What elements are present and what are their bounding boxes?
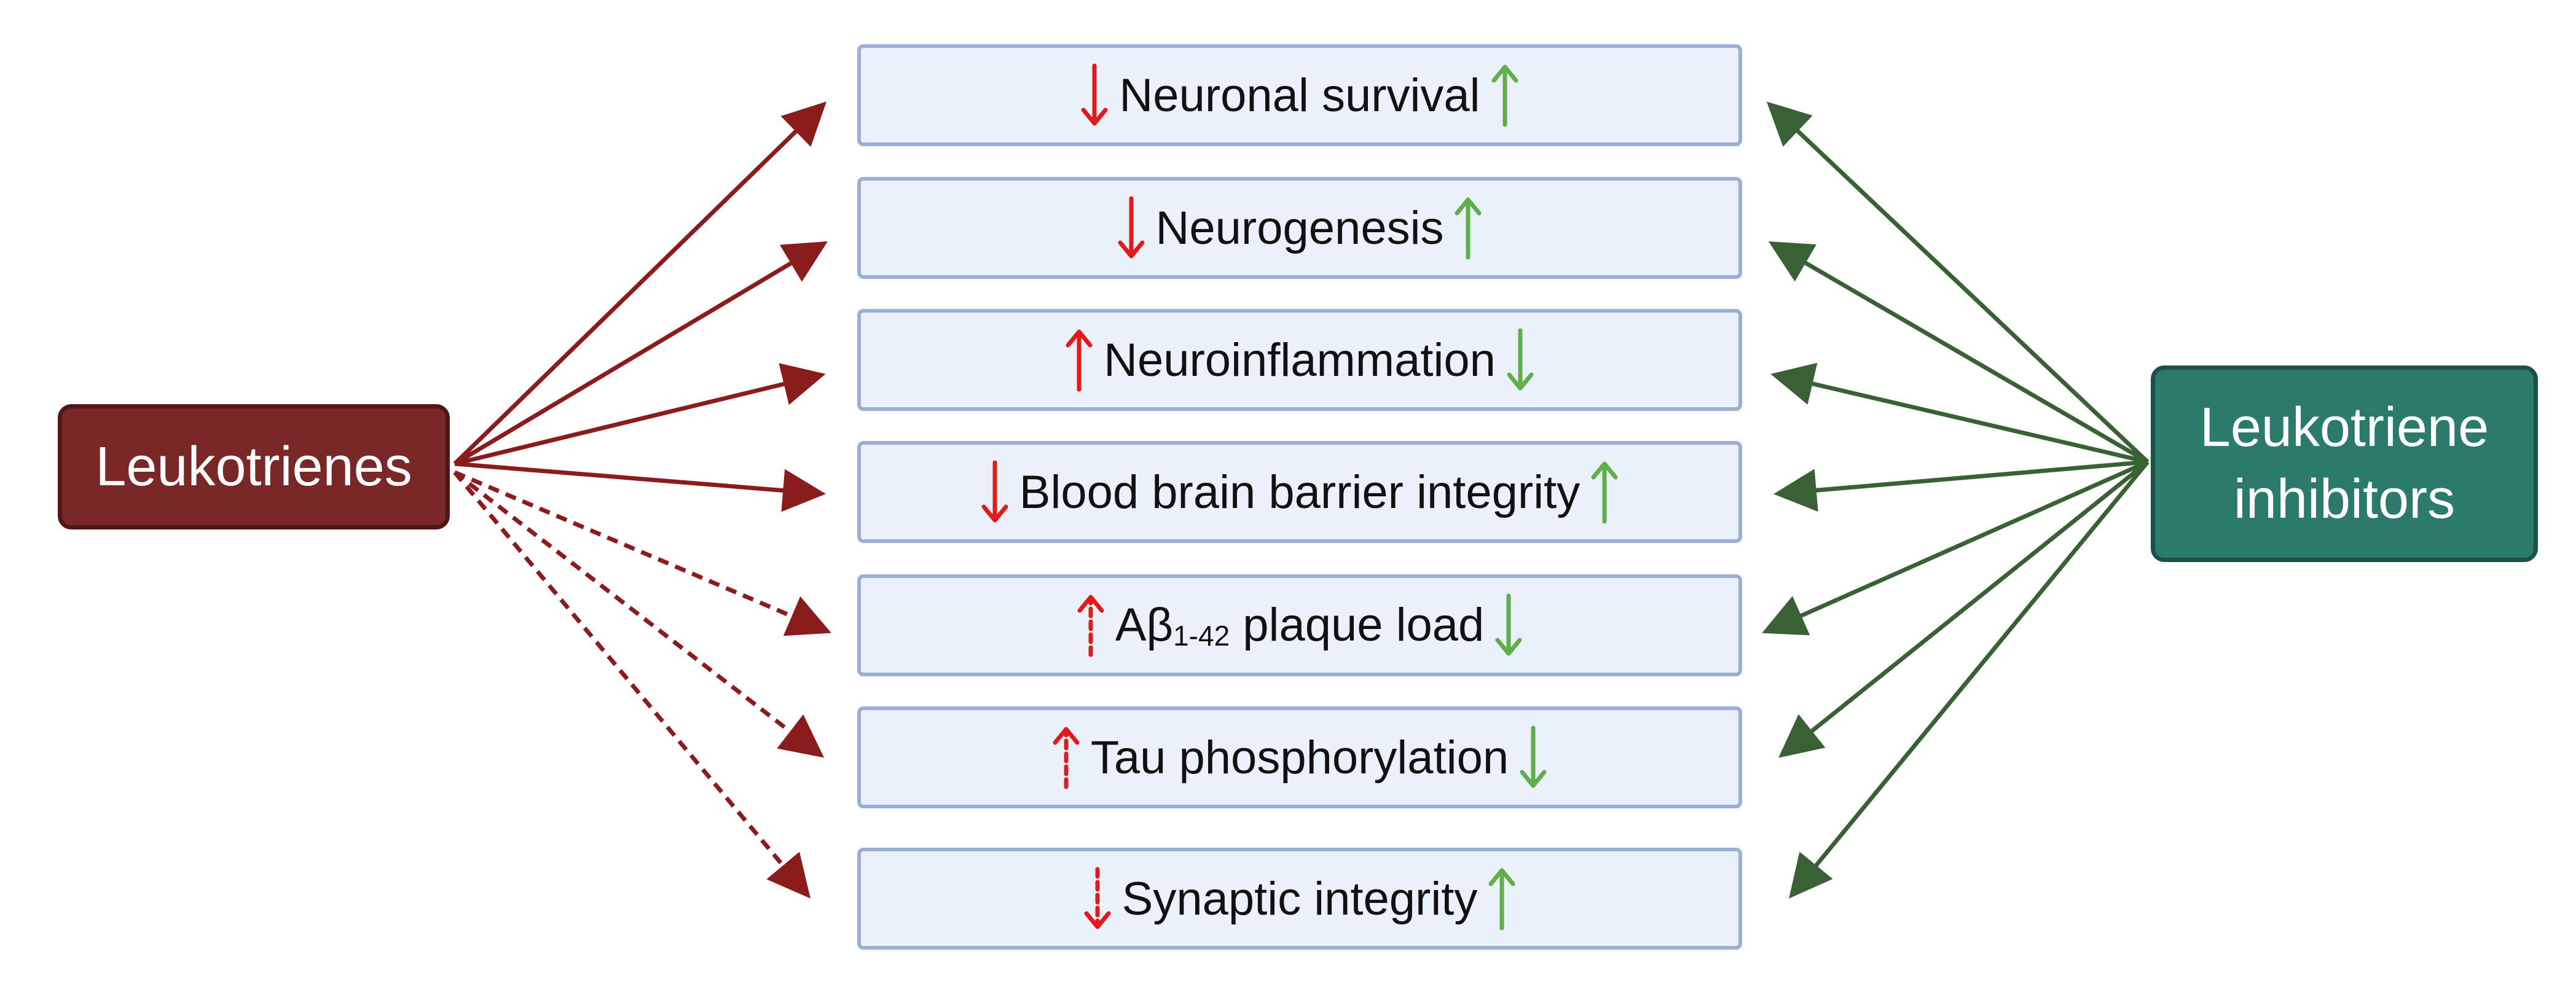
inhibitor-effect-indicator [1591, 460, 1618, 524]
leukotriene-links [453, 101, 831, 899]
effect-label-text: Neuroinflammation [1104, 334, 1496, 386]
leukotrienes-label: Leukotrienes [95, 436, 412, 498]
arrow-up-icon [1455, 197, 1482, 260]
effect-box: Blood brain barrier integrity [857, 441, 1742, 543]
leukotriene-link-arrow [453, 101, 827, 466]
effect-box: Synaptic integrity [857, 848, 1742, 950]
leukotriene-effect-indicator [1077, 593, 1104, 657]
inhibitor-link-arrow [1789, 460, 2150, 899]
effect-label-text: Aβ [1115, 599, 1174, 651]
effect-label-text: Blood brain barrier integrity [1019, 466, 1581, 518]
leukotriene-effect-indicator [1066, 328, 1093, 392]
inhibitors-label-line1: Leukotriene [2199, 397, 2489, 458]
leukotriene-inhibitors-box: Leukotriene inhibitors [2151, 365, 2538, 562]
arrow-down-icon [1507, 328, 1534, 391]
effect-label: Neuronal survival [1119, 69, 1480, 122]
effect-box: Tau phosphorylation [857, 706, 1742, 808]
arrow-down-icon [981, 460, 1008, 523]
leukotriene-effect-indicator [1118, 196, 1145, 260]
arrow-up-icon [1077, 595, 1104, 657]
effect-label-rest: plaque load [1230, 599, 1485, 651]
effect-label: Synaptic integrity [1122, 872, 1478, 926]
arrow-down-icon [1084, 867, 1111, 929]
arrow-down-icon [1118, 196, 1145, 259]
effect-label-text: Tau phosphorylation [1090, 731, 1509, 784]
leukotrienes-box: Leukotrienes [58, 404, 450, 529]
leukotriene-effect-indicator [981, 460, 1008, 524]
leukotriene-link-arrow [454, 470, 831, 636]
arrow-up-icon [1488, 868, 1515, 931]
effect-box: Neuronal survival [857, 44, 1742, 146]
effect-label: Blood brain barrier integrity [1019, 466, 1580, 519]
inhibitor-link-arrow [1778, 460, 2150, 758]
effect-box: Neurogenesis [857, 177, 1742, 279]
effect-label: Neuroinflammation [1104, 334, 1496, 387]
inhibitor-link-arrow [1770, 362, 2148, 464]
effect-label-subscript: 1-42 [1173, 620, 1230, 652]
arrow-down-icon [1495, 593, 1522, 656]
arrow-up-icon [1053, 727, 1080, 789]
arrow-up-icon [1591, 461, 1618, 524]
leukotriene-effect-indicator [1081, 63, 1108, 127]
inhibitor-link-arrow [1773, 459, 2148, 512]
effect-label: Tau phosphorylation [1091, 731, 1509, 784]
inhibitors-label-line2: inhibitors [2233, 469, 2456, 530]
inhibitor-effect-indicator [1495, 593, 1522, 657]
leukotriene-effect-indicator [1084, 867, 1111, 931]
inhibitor-link-arrow [1766, 101, 2150, 464]
leukotriene-link-arrow [453, 471, 825, 758]
inhibitor-effect-indicator [1507, 328, 1534, 392]
effect-label-text: Synaptic integrity [1121, 872, 1478, 925]
effect-label-text: Neurogenesis [1155, 201, 1444, 254]
inhibitor-link-arrow [1762, 459, 2149, 636]
leukotriene-link-arrow [453, 471, 811, 899]
arrow-up-icon [1491, 64, 1518, 127]
inhibitor-link-arrow [1768, 241, 2149, 464]
effect-box: Aβ1-42 plaque load [857, 574, 1742, 676]
leukotriene-link-arrow [454, 241, 828, 466]
leukotriene-effect-indicator [1053, 725, 1080, 789]
inhibitor-effect-indicator [1520, 725, 1547, 789]
leukotriene-link-arrow [454, 461, 826, 512]
effect-label: Neurogenesis [1156, 201, 1444, 255]
effect-label: Aβ1-42 plaque load [1115, 598, 1485, 652]
inhibitor-effect-indicator [1491, 63, 1518, 127]
inhibitor-links [1762, 101, 2150, 899]
effect-label-text: Neuronal survival [1119, 69, 1480, 122]
arrow-down-icon [1081, 63, 1108, 126]
arrow-down-icon [1520, 725, 1547, 788]
leukotriene-link-arrow [454, 363, 826, 466]
effect-box: Neuroinflammation [857, 309, 1742, 411]
inhibitor-effect-indicator [1455, 196, 1482, 260]
inhibitor-effect-indicator [1488, 867, 1515, 931]
arrow-up-icon [1066, 329, 1093, 392]
